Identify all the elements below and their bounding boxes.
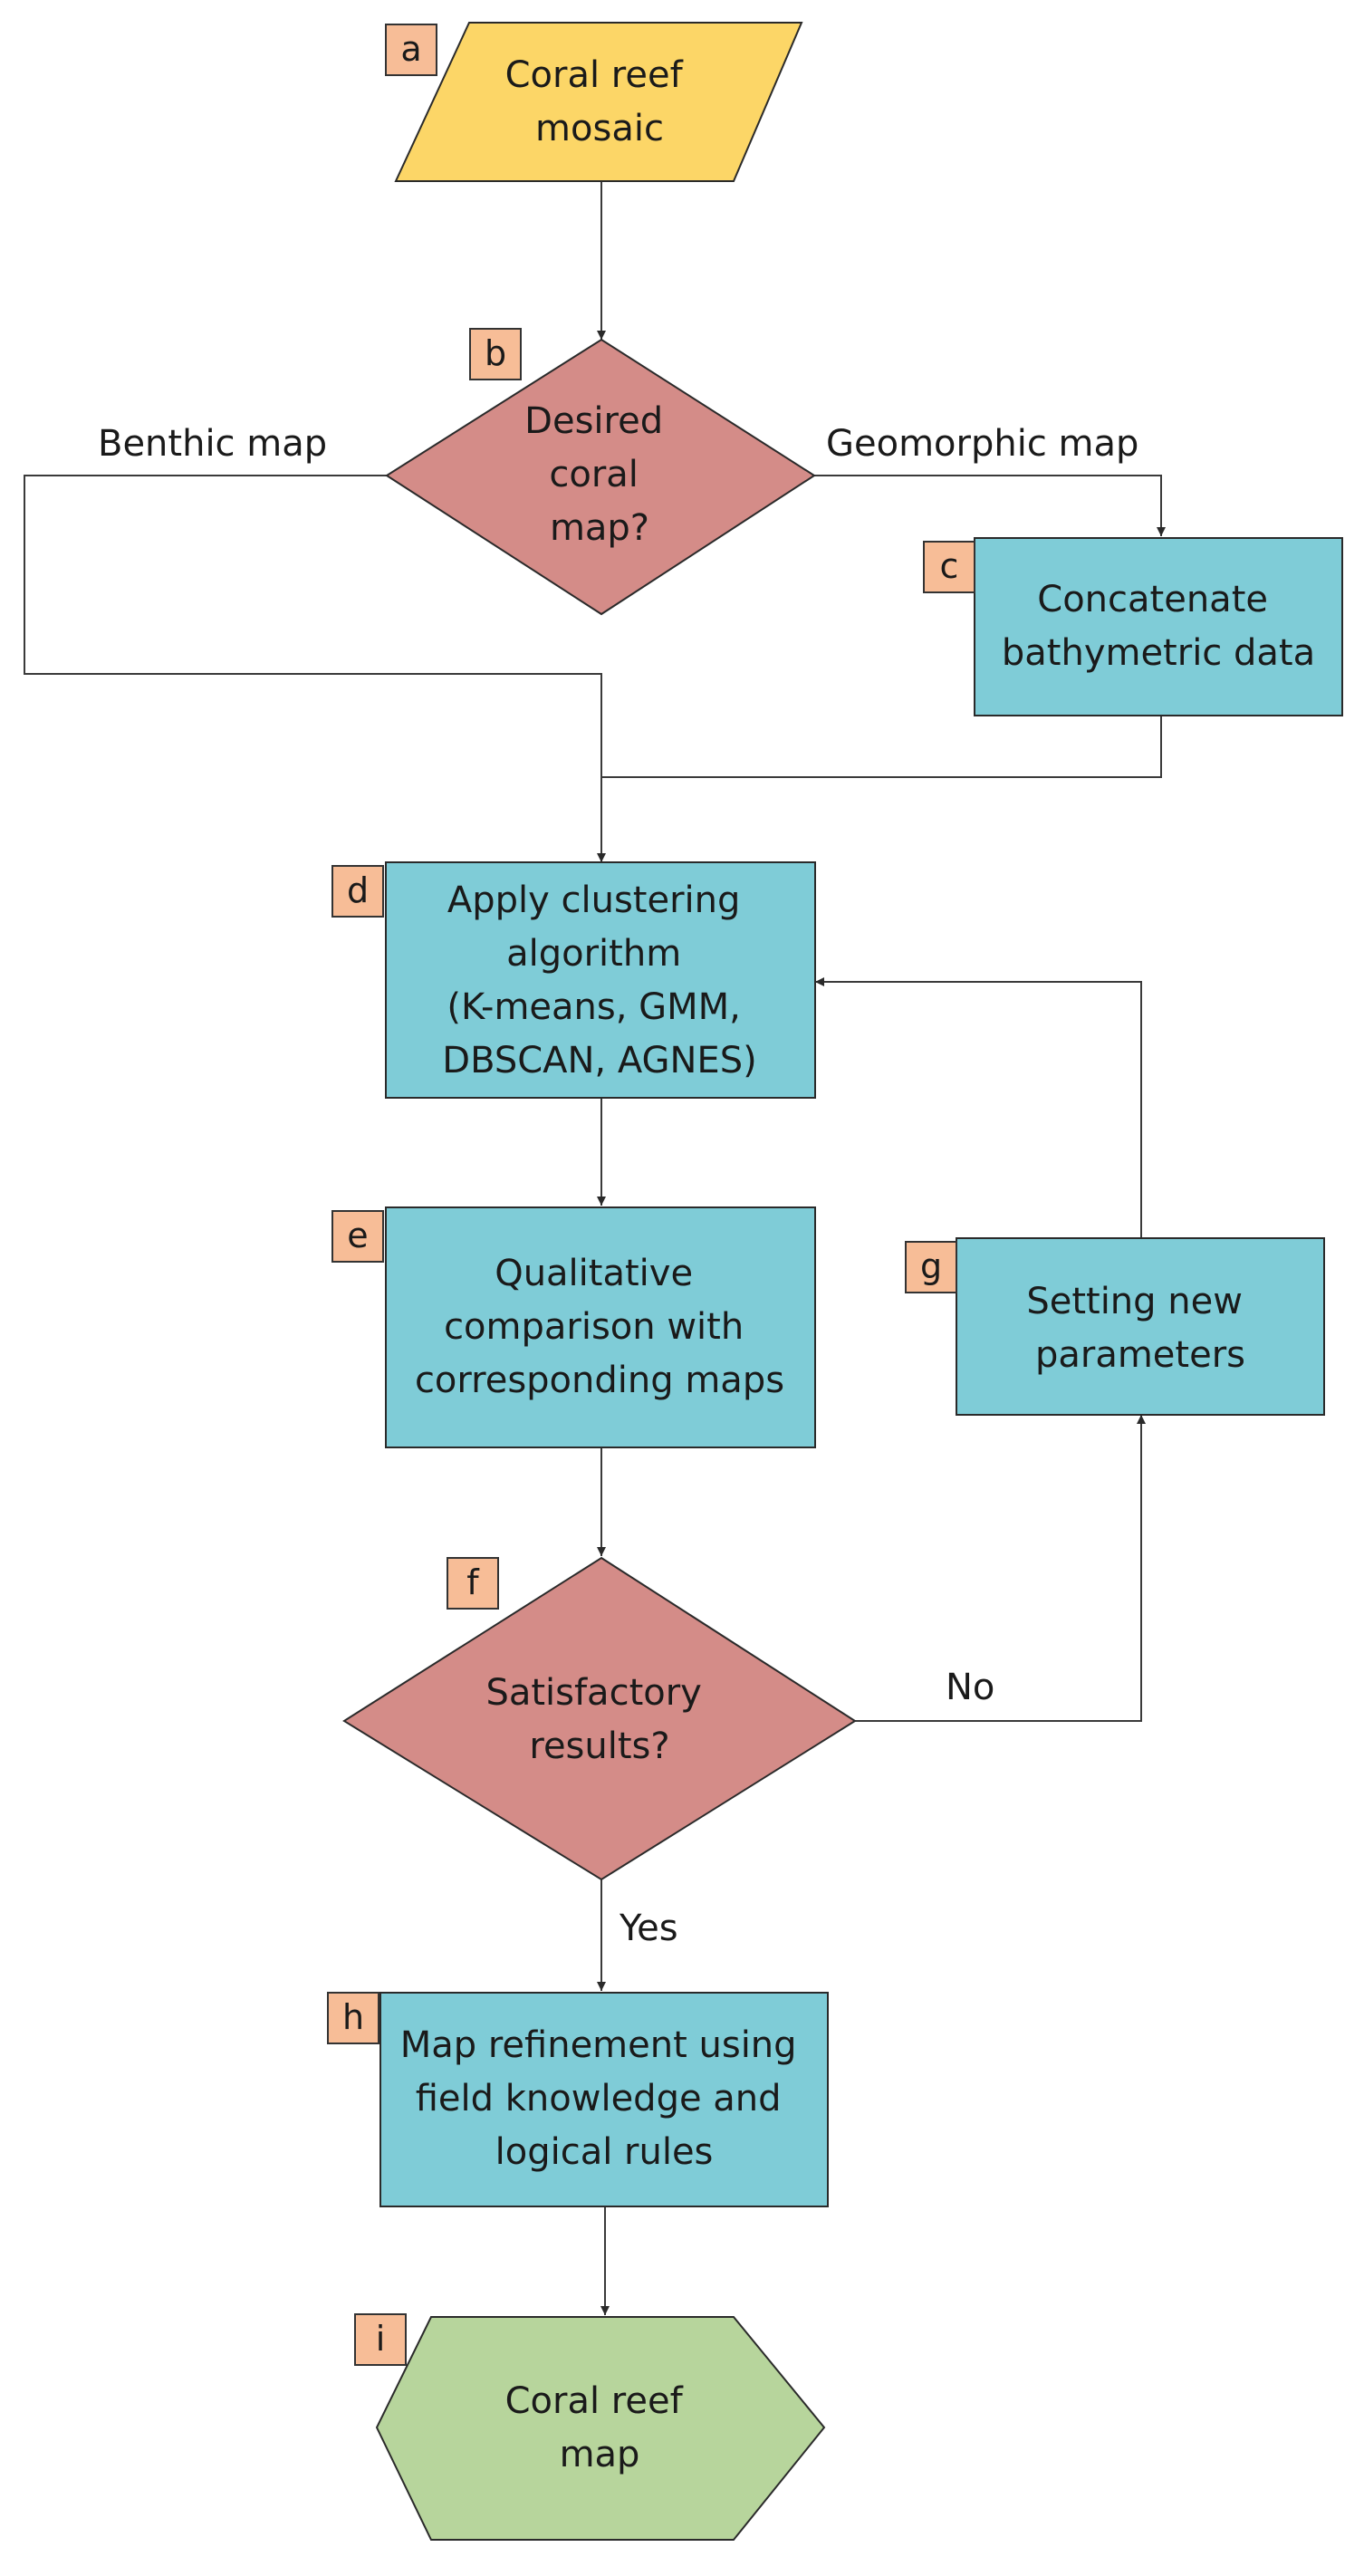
svg-text:Qualitative comparison w: Qualitative comparison with correspondin… — [415, 1253, 784, 1401]
node-b-tag: b — [485, 333, 506, 373]
node-c-shape — [974, 537, 1343, 716]
svg-text:Setting new parameters: Setting new parameters — [1026, 1281, 1254, 1376]
node-i-line-1: Coral reef — [505, 2380, 684, 2422]
svg-text:Satisfactory results?: Satisfactory results? — [485, 1672, 713, 1767]
node-d-tag: d — [347, 870, 369, 910]
node-d-line-4: DBSCAN, AGNES) — [442, 1040, 756, 1081]
node-g-tag: g — [920, 1246, 942, 1286]
edge-g-to-d — [815, 977, 1142, 1238]
node-a-tag-box — [385, 24, 437, 76]
node-e-qualitative-comparison: Qualitative comparison with correspondin… — [331, 1206, 816, 1448]
node-c-concatenate-bathymetric-data: Concatenate bathymetric data c — [923, 537, 1343, 716]
node-d-apply-clustering-algorithm: Apply clustering algorithm (K-means, GMM… — [331, 861, 816, 1099]
node-b-tag-box — [469, 328, 522, 380]
svg-text:Coral reef mosaic: Coral reef mosaic — [505, 54, 695, 149]
node-e-line-1: Qualitative — [495, 1253, 693, 1294]
svg-text:Concatenate bathymetric: Concatenate bathymetric data — [1002, 579, 1315, 674]
node-f-tag: f — [466, 1562, 480, 1602]
node-f-shape — [342, 1556, 857, 1881]
node-g-line-1: Setting new — [1026, 1281, 1243, 1322]
edge-c-to-merge — [601, 716, 1162, 778]
node-h-line-3: logical rules — [495, 2131, 714, 2173]
node-f-tag-box — [447, 1557, 499, 1610]
node-h-tag: h — [342, 1997, 364, 2037]
node-f-line-2: results? — [529, 1725, 669, 1767]
node-i-tag: i — [376, 2319, 386, 2359]
node-e-line-2: comparison with — [444, 1306, 744, 1348]
node-a-shape — [394, 22, 803, 182]
node-e-tag-box — [331, 1210, 384, 1263]
node-g-shape — [956, 1237, 1325, 1416]
node-b-desired-coral-map: Desired coral map? b — [385, 328, 816, 616]
node-h-line-1: Map refinement using — [400, 2024, 797, 2066]
node-a-line-2: mosaic — [535, 108, 664, 149]
node-f-line-1: Satisfactory — [485, 1672, 701, 1714]
node-i-shape — [375, 2316, 826, 2541]
node-e-shape — [385, 1206, 816, 1448]
node-i-tag-box — [354, 2313, 407, 2366]
node-i-coral-reef-map: Coral reef map i — [354, 2313, 826, 2541]
node-c-tag-box — [923, 541, 975, 593]
node-a-coral-reef-mosaic: Coral reef mosaic a — [385, 22, 803, 182]
no-label: No — [946, 1667, 994, 1708]
svg-text:Desired coral map?: Desired coral map? — [524, 400, 675, 549]
node-c-line-2: bathymetric data — [1002, 632, 1315, 674]
node-g-tag-box — [905, 1241, 957, 1293]
node-c-line-1: Concatenate — [1037, 579, 1268, 620]
node-f-satisfactory-results: Satisfactory results? f — [342, 1556, 857, 1881]
node-c-tag: c — [940, 546, 959, 586]
node-i-line-2: map — [560, 2434, 640, 2475]
node-e-tag: e — [347, 1216, 368, 1255]
svg-text:Map refinement using fie: Map refinement using field knowledge and… — [400, 2024, 809, 2173]
edge-b-geomorphic-to-c — [814, 475, 1166, 536]
geomorphic-map-label: Geomorphic map — [826, 423, 1138, 465]
node-g-line-2: parameters — [1035, 1334, 1245, 1376]
node-a-tag: a — [400, 29, 421, 69]
edge-b-benthic — [24, 475, 606, 862]
node-d-shape — [385, 861, 816, 1099]
node-h-line-2: field knowledge and — [416, 2078, 782, 2119]
node-d-line-2: algorithm — [506, 933, 681, 975]
node-d-line-1: Apply clustering — [447, 879, 741, 921]
edge-f-no-to-g — [855, 1415, 1146, 1722]
node-g-setting-new-parameters: Setting new parameters g — [905, 1237, 1325, 1416]
node-h-map-refinement: Map refinement using field knowledge and… — [327, 1992, 829, 2207]
node-d-tag-box — [331, 865, 384, 918]
node-b-line-3: map? — [550, 507, 649, 549]
node-d-line-3: (K-means, GMM, — [447, 986, 741, 1028]
node-b-line-2: coral — [549, 454, 639, 495]
node-b-shape — [385, 338, 816, 616]
node-h-shape — [379, 1992, 829, 2207]
svg-text:Coral reef map: Coral reef map — [505, 2380, 695, 2475]
yes-label: Yes — [619, 1908, 678, 1949]
node-b-line-1: Desired — [524, 400, 663, 442]
svg-text:Apply clustering algorit: Apply clustering algorithm (K-means, GMM… — [442, 879, 756, 1081]
node-h-tag-box — [327, 1992, 379, 2044]
node-e-line-3: corresponding maps — [415, 1360, 784, 1401]
benthic-map-label: Benthic map — [98, 423, 327, 465]
node-a-line-1: Coral reef — [505, 54, 684, 96]
